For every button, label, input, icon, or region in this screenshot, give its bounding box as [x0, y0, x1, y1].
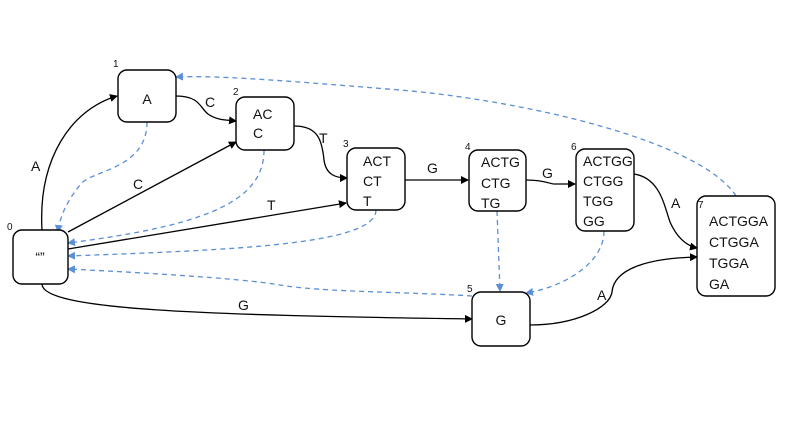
state-node-4: 4 ACTG CTG TG — [465, 142, 527, 212]
state-node-6: 6 ACTGG CTGG TGG GG — [571, 142, 635, 232]
edge-2-3 — [293, 125, 348, 182]
edge-label-4-6: G — [542, 165, 553, 181]
edge-label-2-3: T — [319, 130, 328, 146]
edge-labels: A C T G C T G G A A — [31, 94, 681, 313]
state-node-1: 1 A — [113, 59, 177, 123]
state-text: C — [253, 125, 263, 141]
edge-label-0-2: C — [133, 176, 143, 192]
state-node-7: 7 ACTGGA CTGGA TGGA GA — [696, 195, 776, 297]
state-id: 2 — [233, 87, 239, 98]
state-node-5: 5 G — [467, 284, 531, 347]
edge-label-0-5: G — [238, 297, 249, 313]
state-text: ACTG — [481, 154, 520, 170]
state-text: AC — [253, 106, 272, 122]
edge-label-1-2: C — [205, 94, 215, 110]
state-text: TG — [481, 195, 500, 211]
state-text: CTGG — [583, 173, 623, 189]
state-text: ACTGG — [583, 153, 633, 169]
state-text: TGG — [583, 193, 613, 209]
edge-label-0-1: A — [31, 158, 41, 174]
state-text: CTG — [481, 175, 511, 191]
suffix-link-1-0 — [54, 121, 148, 233]
edge-5-7 — [529, 253, 698, 326]
suffix-link-5-0 — [67, 265, 473, 297]
suffix-link-3-0 — [67, 209, 377, 260]
suffix-link-2-0 — [67, 149, 265, 247]
edge-4-6 — [525, 179, 576, 188]
state-id: 6 — [571, 142, 577, 153]
state-text: “” — [35, 249, 45, 265]
state-id: 5 — [467, 284, 473, 295]
edge-6-7 — [633, 173, 698, 251]
edge-label-0-3: T — [267, 197, 276, 213]
suffix-links — [54, 72, 737, 297]
state-node-0: 0 “” — [7, 222, 69, 285]
state-id: 7 — [698, 200, 704, 211]
edge-1-2 — [175, 95, 237, 125]
state-node-3: 3 ACT CT T — [343, 139, 406, 211]
state-text: GA — [709, 276, 730, 292]
state-text: ACTGGA — [709, 213, 769, 229]
state-id: 3 — [343, 139, 349, 150]
edge-0-1 — [41, 94, 118, 231]
state-text: A — [142, 91, 152, 107]
edge-0-2 — [67, 141, 237, 233]
edge-0-3 — [67, 200, 347, 250]
state-text: CT — [363, 173, 382, 189]
transitions — [41, 94, 698, 326]
state-id: 4 — [465, 142, 471, 153]
state-text: G — [496, 312, 507, 328]
state-node-2: 2 AC C — [233, 87, 295, 151]
edge-label-5-7: A — [597, 287, 607, 303]
edge-label-3-4: G — [427, 160, 438, 176]
suffix-link-7-1 — [175, 72, 737, 197]
edge-label-6-7: A — [671, 195, 681, 211]
state-text: GG — [583, 213, 605, 229]
state-text: TGGA — [709, 255, 749, 271]
state-text: T — [363, 193, 372, 209]
state-text: CTGGA — [709, 234, 759, 250]
state-id: 0 — [7, 222, 13, 233]
suffix-link-4-5 — [495, 210, 504, 292]
edge-0-5 — [41, 283, 473, 323]
state-text: ACT — [363, 153, 391, 169]
suffix-link-6-5 — [525, 230, 605, 296]
state-id: 1 — [113, 59, 119, 70]
